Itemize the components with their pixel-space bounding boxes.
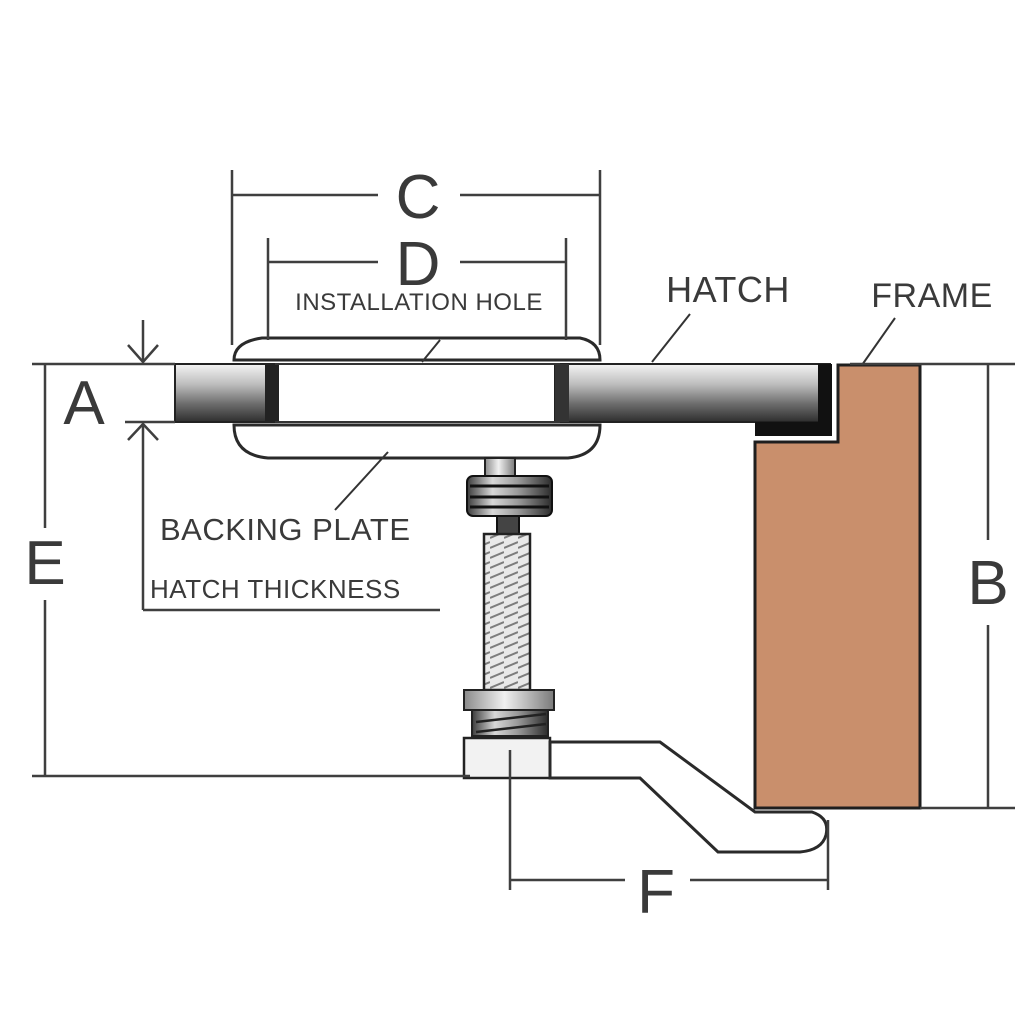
dimension-a: A bbox=[32, 320, 175, 610]
installation-hole-outline bbox=[275, 363, 560, 423]
dimension-a-label: A bbox=[63, 369, 105, 438]
backing-plate-leader bbox=[334, 451, 389, 511]
dimension-b: B bbox=[850, 362, 1015, 810]
hatch-panel bbox=[174, 363, 832, 436]
dimension-c-label: C bbox=[396, 163, 441, 232]
latch-shaft-assembly bbox=[462, 457, 555, 780]
hatch-label: HATCH bbox=[666, 269, 790, 310]
cam-arm bbox=[548, 740, 829, 854]
backing-plate-label: BACKING PLATE bbox=[160, 512, 411, 547]
installation-hole-label: INSTALLATION HOLE bbox=[295, 289, 543, 316]
backing-plate bbox=[232, 423, 602, 460]
dimension-d: D bbox=[266, 230, 568, 340]
dimension-f: F bbox=[508, 750, 830, 927]
frame-leader bbox=[861, 317, 896, 366]
frame-label: FRAME bbox=[871, 277, 993, 315]
hatch-leader bbox=[651, 313, 691, 363]
dimension-b-label: B bbox=[967, 549, 1008, 618]
installation-hole-leader bbox=[421, 339, 441, 363]
dimension-f-label: F bbox=[637, 858, 675, 927]
dimension-d-label: D bbox=[396, 230, 441, 299]
dimension-e: E bbox=[24, 364, 470, 778]
frame-block bbox=[753, 363, 922, 810]
bezel-top bbox=[232, 336, 602, 362]
hatch-thickness-label: HATCH THICKNESS bbox=[150, 574, 401, 604]
dimension-c: C bbox=[230, 163, 602, 345]
dimension-e-label: E bbox=[24, 529, 65, 598]
